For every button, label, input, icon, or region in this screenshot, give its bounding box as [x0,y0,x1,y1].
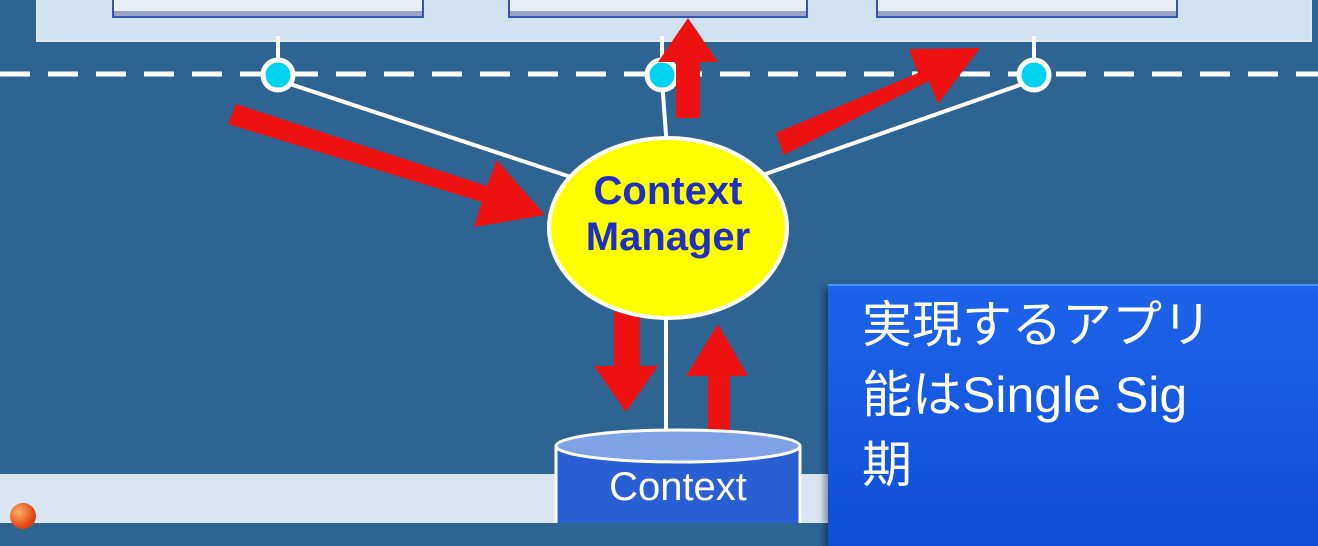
node-app1 [260,57,296,93]
application-screenshot-3 [876,0,1178,18]
application-screenshot-2 [508,0,808,18]
context-manager-label-line2: Manager [585,215,751,259]
arrow-up-from-context [686,324,748,430]
context-store-cylinder [554,428,802,523]
context-store-label: Context [609,465,747,509]
application-screens-panel [36,0,1312,42]
context-diagram [0,18,1318,523]
arrow-out-to-app3 [776,48,980,155]
arrow-down-to-context [594,312,658,412]
callout-text: 実現するアプリ 能はSingle Sig 期 [862,297,1212,493]
node-app3 [1016,57,1052,93]
spoke-app1 [277,78,611,192]
callout-box: 実現するアプリ 能はSingle Sig 期 [828,284,1318,546]
spoke-app3 [719,78,1035,192]
arrow-in-from-app1 [228,104,545,227]
context-manager-label: Context Manager [552,168,784,260]
arrow-out-to-app2 [658,18,718,118]
context-manager-label-line1: Context [593,169,743,213]
application-screenshot-1 [112,0,424,18]
context-manager-ellipse [547,136,789,320]
node-app2 [644,57,680,93]
